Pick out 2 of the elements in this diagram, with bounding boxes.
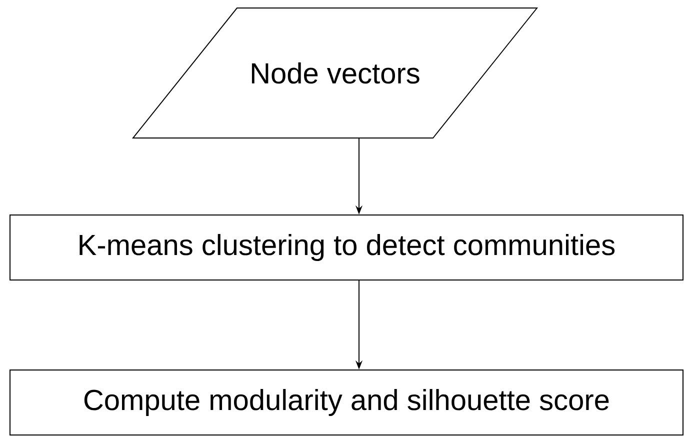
process-box: Compute modularity and silhouette score <box>10 370 684 436</box>
process-box: K-means clustering to detect communities <box>10 214 684 280</box>
